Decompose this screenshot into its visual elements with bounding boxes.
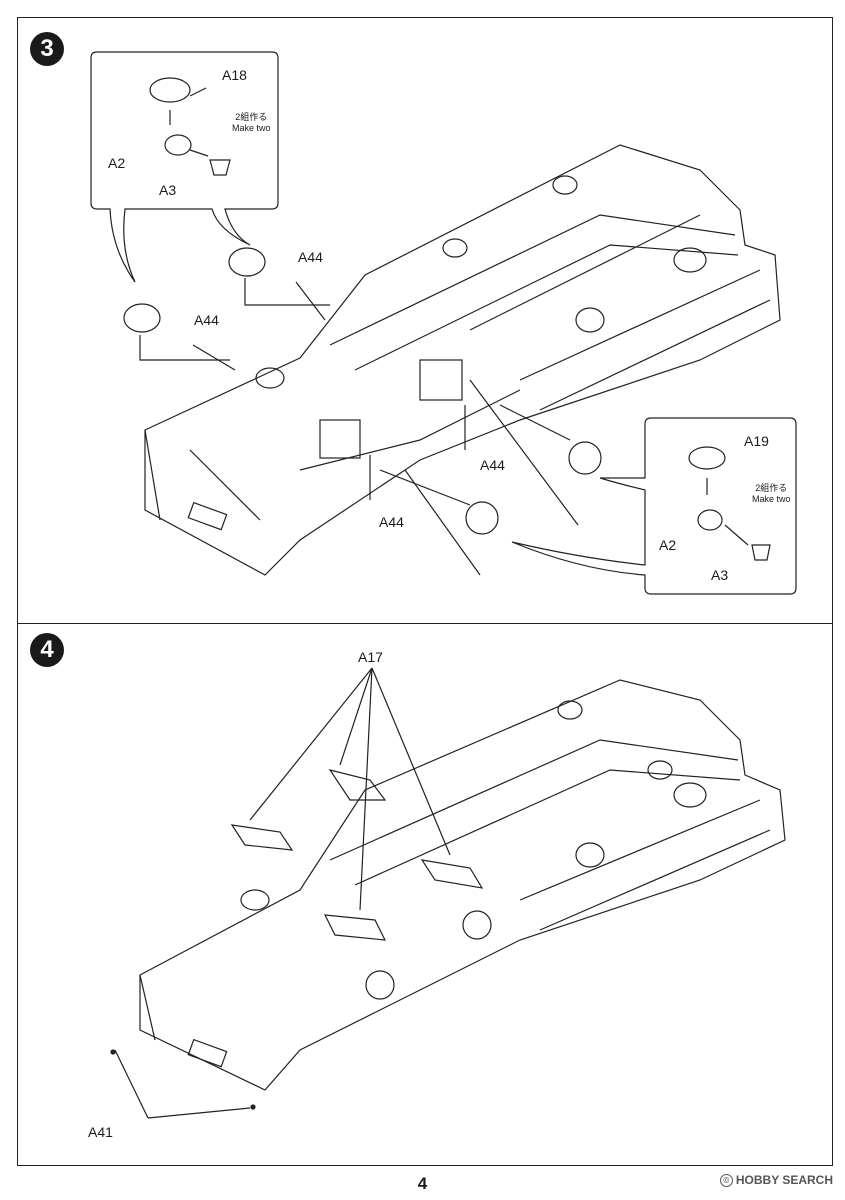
part-a2-right (697, 509, 723, 531)
label-a44-4: A44 (379, 514, 404, 530)
step-4-number-badge: 4 (30, 633, 64, 667)
label-a17: A17 (358, 649, 383, 665)
part-a17-3 (420, 859, 484, 889)
part-a2-left (164, 134, 192, 156)
label-a3-left: A3 (159, 182, 177, 198)
hub-assembly-2 (123, 303, 161, 333)
callout-box-left (90, 51, 279, 283)
callout-box-right (511, 417, 797, 595)
hull-step4 (110, 667, 786, 1119)
step-3-panel (17, 17, 833, 624)
part-a17-4 (323, 914, 387, 941)
copyright-icon: © (719, 1173, 733, 1187)
hull-step3 (144, 144, 781, 576)
part-a18 (149, 77, 191, 103)
note-en-left: Make two (232, 123, 271, 133)
label-a2-right: A2 (659, 537, 677, 553)
part-a3-right (751, 544, 771, 561)
step-3-number-badge: 3 (30, 32, 64, 66)
note-make-two-left: 2組作る Make two (232, 112, 271, 134)
watermark-brand: HOBBY SEARCH (735, 1173, 833, 1187)
label-a3-right: A3 (711, 567, 729, 583)
note-make-two-right: 2組作る Make two (752, 483, 791, 505)
page-number: 4 (417, 1174, 428, 1193)
part-a17-1 (328, 769, 387, 801)
label-a44-2: A44 (194, 312, 219, 328)
label-a44-3: A44 (480, 457, 505, 473)
hub-assembly-1 (228, 247, 266, 277)
watermark: © HOBBY SEARCH (719, 1173, 833, 1187)
note-jp-left: 2組作る (235, 112, 268, 122)
hub-assembly-3 (568, 441, 602, 475)
part-a3-left (209, 159, 231, 176)
label-a41: A41 (88, 1124, 113, 1140)
note-jp-right: 2組作る (755, 483, 788, 493)
note-en-right: Make two (752, 494, 791, 504)
hub-assembly-4 (465, 501, 499, 535)
step-4-panel (17, 624, 833, 1166)
label-a44-1: A44 (298, 249, 323, 265)
label-a19: A19 (744, 433, 769, 449)
part-a17-2 (230, 824, 294, 851)
label-a2-left: A2 (108, 155, 126, 171)
part-a19 (688, 446, 726, 470)
label-a18: A18 (222, 67, 247, 83)
